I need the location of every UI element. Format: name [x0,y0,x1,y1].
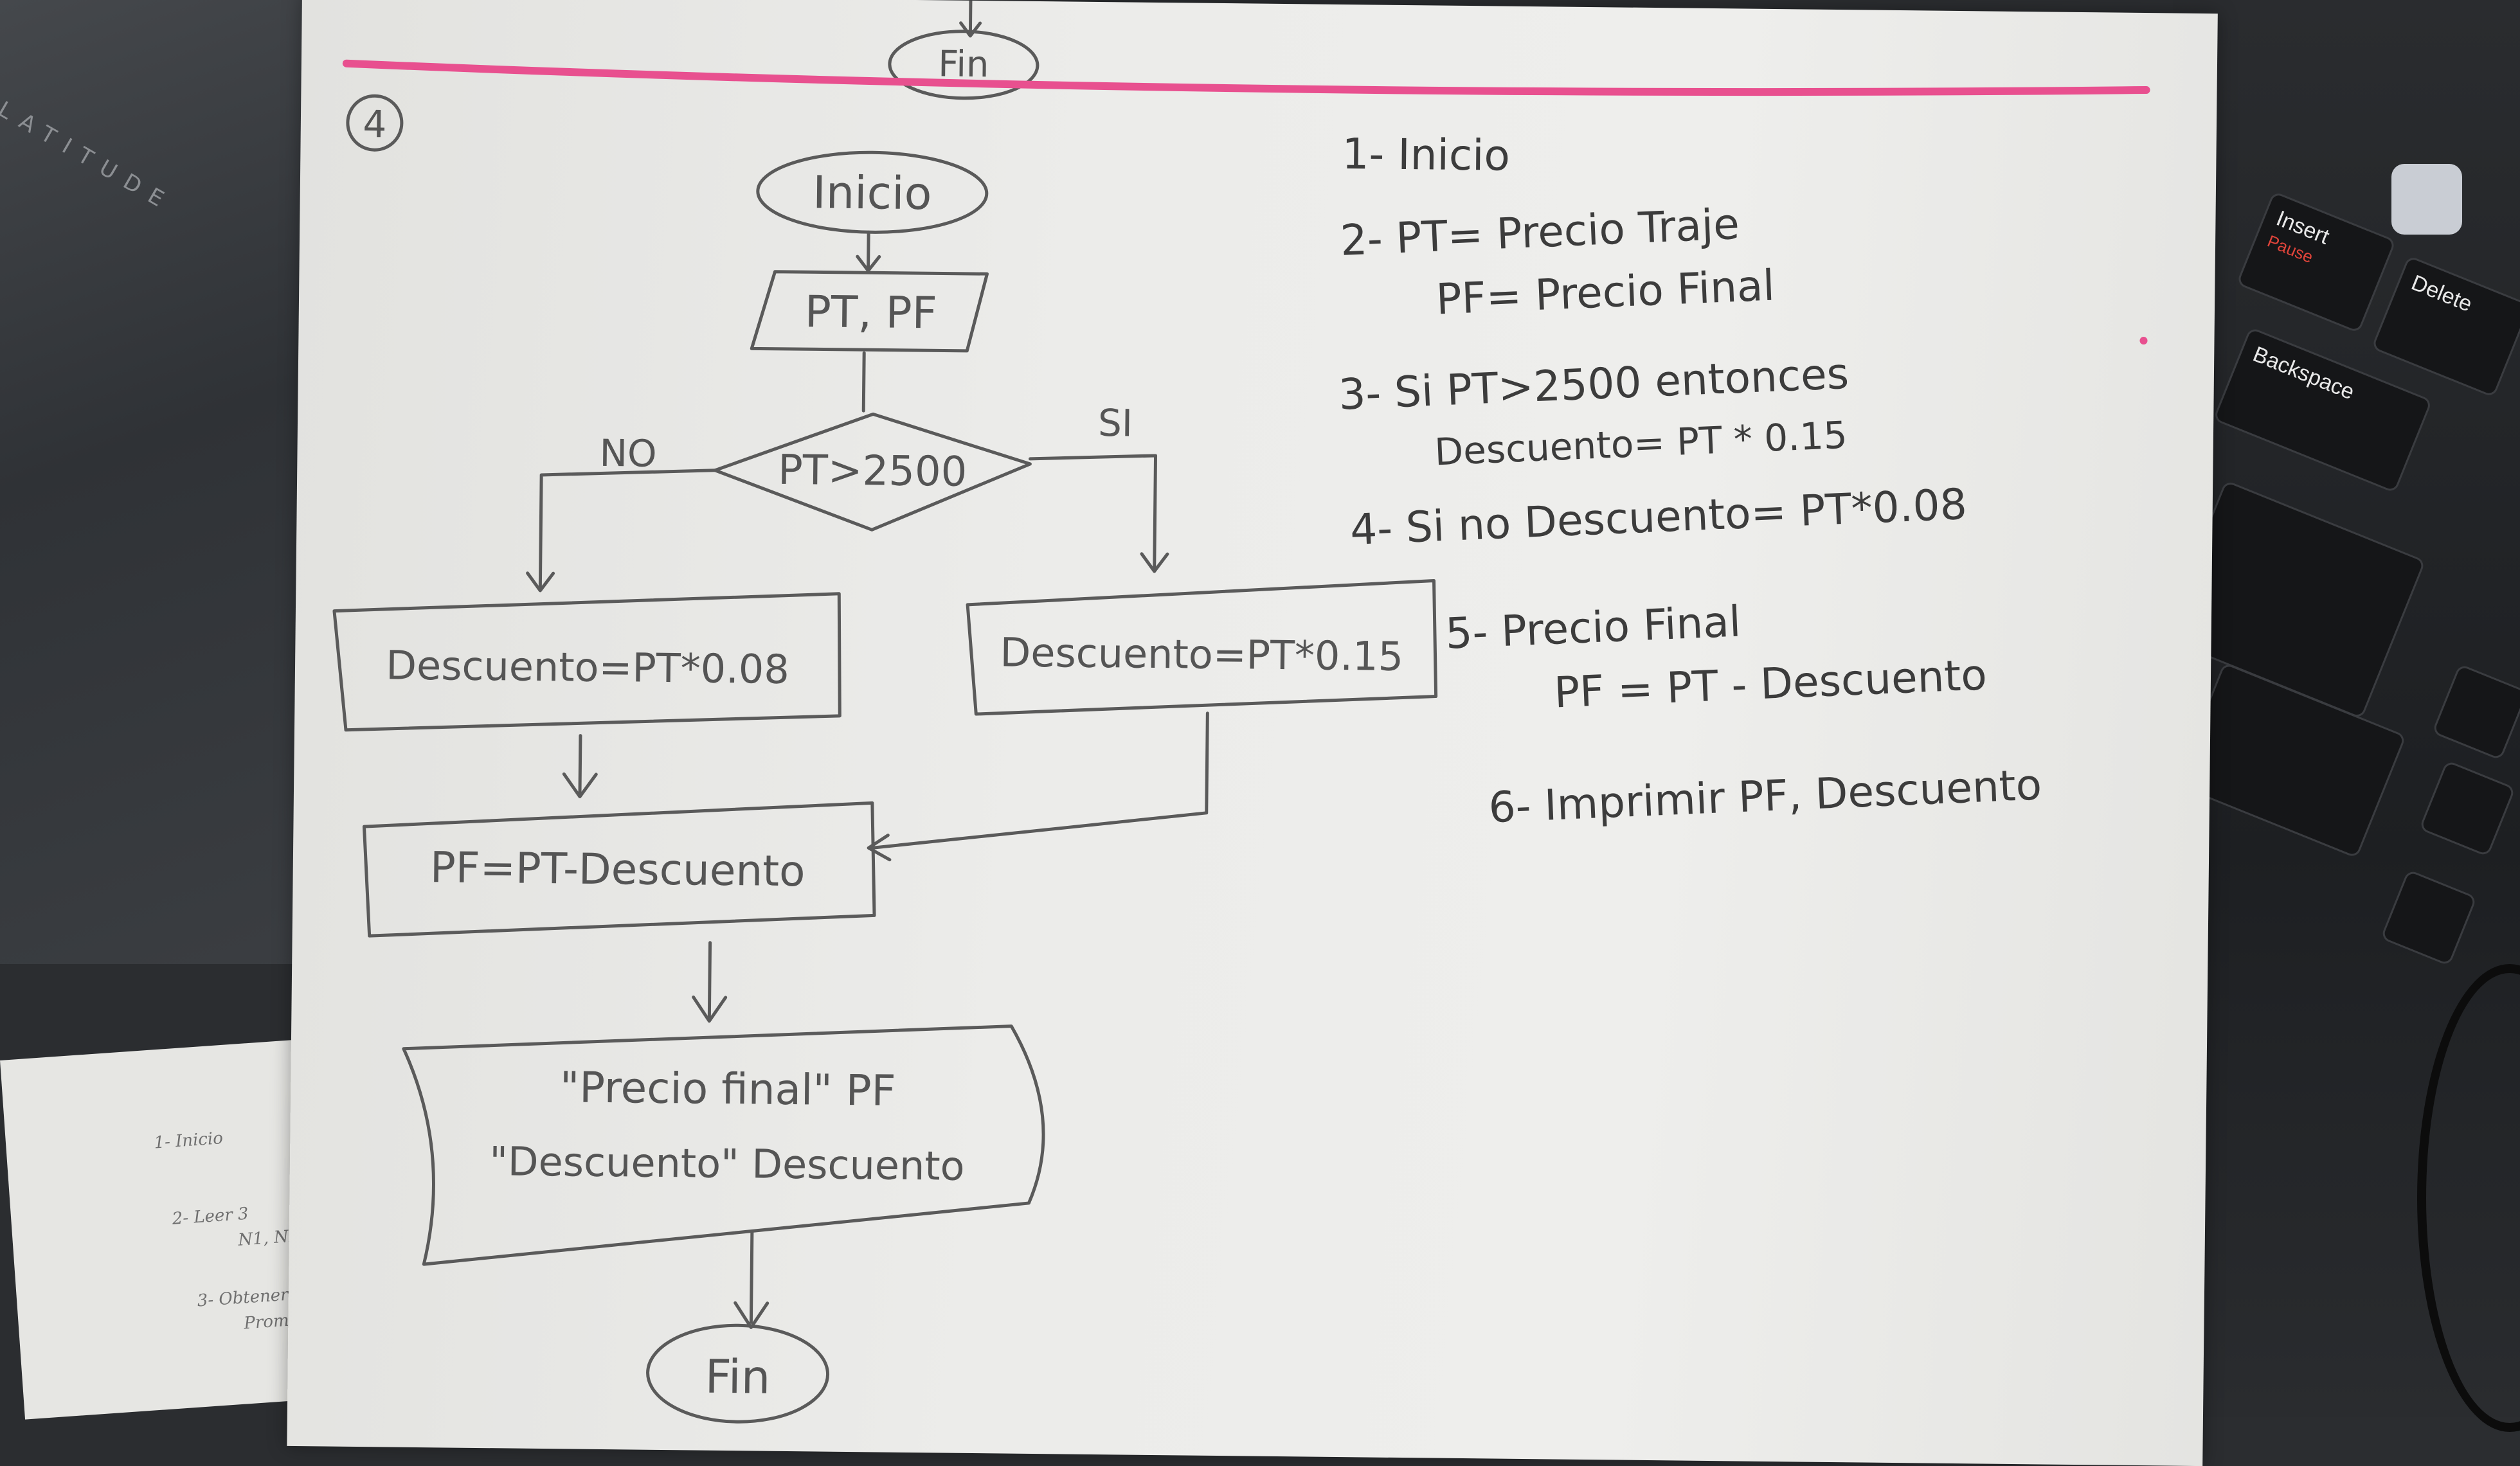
algorithm-step: 2- PT= Precio Traje [1339,199,1740,265]
process-no-text: Descuento=PT*0.08 [386,641,789,693]
process-no-box [332,592,842,732]
connector-line [968,0,973,35]
algorithm-step: 6- Imprimir PF, Descuento [1488,760,2042,832]
start-text: Inicio [813,166,932,220]
input-text: PT, PF [804,287,937,339]
volume-up-key [2431,663,2520,761]
branch-no-label: NO [599,431,657,476]
arrowhead [856,255,881,273]
under-text-1: 1- Inicio [153,1129,224,1153]
arrowhead [1140,552,1169,573]
arrowhead [562,772,598,799]
paper-drawing: Fin 4 Inicio PT, PF PT>2500 NO [332,0,2150,1424]
arrowhead [692,995,728,1023]
algorithm-step: 3- Si PT>2500 entonces [1338,349,1850,420]
end-text: Fin [705,1350,771,1404]
branch-yes-label: SI [1098,401,1133,445]
process-final-box [362,801,876,938]
top-fin-text: Fin [938,43,989,85]
volume-down-key [2418,760,2516,857]
arrowhead [867,834,892,862]
algorithm-step: Descuento= PT * 0.15 [1434,413,1848,474]
paper-sheet: Fin 4 Inicio PT, PF PT>2500 NO [287,0,2218,1466]
algorithm-step: 5- Precio Final [1444,596,1742,658]
insert-key: Insert Pause [2236,191,2397,334]
arrowhead [959,21,982,38]
algorithm-steps: 1- Inicio 2- PT= Precio Traje PF= Precio… [1338,129,2043,832]
connector-line [707,941,712,1019]
process-yes-box [966,578,1438,716]
output-line1-text: "Precio final" PF [560,1062,896,1115]
output-line2-text: "Descuento" Descuento [489,1138,965,1190]
connector-line [538,469,717,589]
algorithm-step: PF = PT - Descuento [1553,650,1988,717]
start-terminator [756,150,989,234]
exercise-number: 4 [363,102,387,146]
arrowhead [526,571,555,593]
under-text-4: 3- Obtener [196,1285,289,1311]
terminator-shape [888,30,1040,100]
delete-key: Delete [2371,255,2520,398]
input-parallelogram [750,270,989,353]
algorithm-step: 4- Si no Descuento= PT*0.08 [1349,479,1968,555]
connector-line [749,1230,754,1324]
power-button-icon [2391,164,2462,235]
top-fin-terminator: Fin [888,0,1040,100]
delete-key-label: Delete [2408,270,2476,317]
connector-line [870,711,1209,850]
mute-key [2380,869,2478,967]
decision-text: PT>2500 [778,447,968,496]
under-text-2: 2- Leer 3 [171,1204,249,1229]
decision-diamond [713,412,1032,532]
connector-line [861,351,866,413]
pink-dot [2139,337,2148,345]
process-yes-text: Descuento=PT*0.15 [1000,629,1403,680]
algorithm-step: 1- Inicio [1342,129,1510,181]
laptop-brand: LATITUDE [0,96,179,218]
output-box [402,1024,1045,1266]
backspace-key-label: Backspace [2249,341,2358,405]
algorithm-step: PF= Precio Final [1435,260,1776,324]
connector-line [1028,454,1158,570]
exercise-number-circle [346,94,404,152]
process-final-text: PF=PT-Descuento [430,843,806,896]
accent-separator-line [342,59,2150,96]
